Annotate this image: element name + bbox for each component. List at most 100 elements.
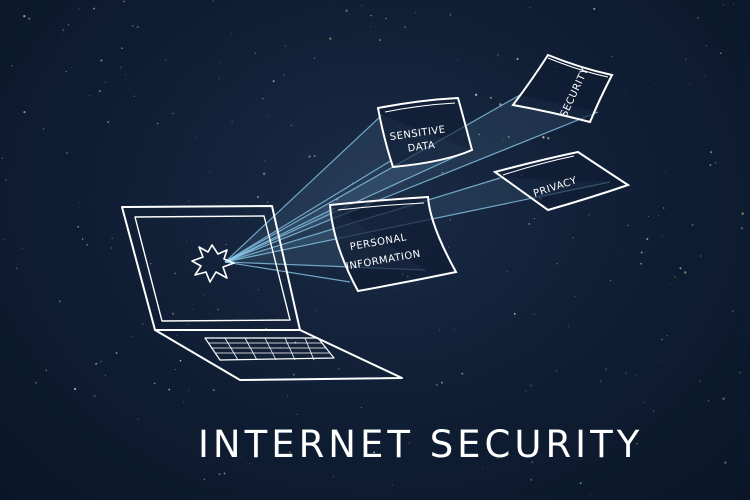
chalk-speck [533,217,535,220]
chalk-speck [81,238,84,240]
chalk-speck [660,360,662,361]
chalk-speck [111,237,114,240]
chalk-speck [493,37,495,39]
chalk-speck [345,431,346,433]
chalk-speck [176,335,178,337]
chalk-speck [441,381,443,384]
chalk-speck [653,212,654,213]
chalk-speck [658,214,659,216]
chalk-speck [249,463,251,465]
chalk-speck [62,29,65,32]
chalk-speck [172,414,174,416]
chalk-speck [45,369,48,372]
chalk-speck [1,157,3,159]
document-personal-information: PERSONAL INFORMATION [328,195,458,293]
chalk-speck [316,310,318,312]
chalk-speck [218,473,221,476]
chalk-speck [53,111,55,112]
document-sensitive-data: SENSITIVE DATA [376,96,474,169]
chalk-speck [209,172,211,174]
chalk-speck [391,289,393,291]
chalk-speck [643,402,645,404]
chalk-speck [461,372,464,375]
chalk-speck [254,52,257,55]
chalk-speck [283,74,285,76]
chalk-speck [699,380,701,382]
chalk-speck [78,8,80,10]
chalk-speck [212,0,215,2]
chalk-speck [42,128,45,130]
chalk-speck [370,14,372,17]
chalk-speck [62,34,64,36]
chalk-speck [684,271,687,274]
chalk-speck [66,152,68,154]
chalk-speck [292,373,295,376]
chalk-speck [100,360,103,363]
chalk-speck [287,395,289,397]
chalk-speck [272,306,273,308]
chalk-speck [489,96,492,99]
chalk-speck [332,476,334,478]
chalk-speck [2,239,4,241]
chalk-speck [110,164,112,166]
chalk-speck [516,58,519,60]
chalk-speck [661,338,664,341]
chalk-speck [67,24,70,26]
chalk-speck [435,383,439,387]
chalk-speck [186,324,188,326]
chalk-speck [70,67,72,68]
chalk-speck [404,26,406,28]
chalk-speck [415,12,417,14]
chalk-speck [89,95,91,97]
chalk-speck [142,323,144,325]
chalk-speck [124,74,126,76]
chalk-speck [157,122,159,125]
chalk-speck [556,262,558,265]
chalk-speck [257,196,259,198]
chalk-speck [136,25,139,28]
chalk-speck [284,45,287,47]
chalk-speck [662,207,665,209]
document-icon [492,150,631,212]
chalk-speck [547,137,550,140]
chalk-speck [679,267,682,270]
chalk-speck [239,456,241,458]
chalk-speck [581,458,583,460]
chalk-speck [704,75,706,77]
chalk-speck [530,384,532,387]
chalk-speck [188,389,190,391]
chalk-speck [378,39,381,42]
chalk-speck [182,401,184,403]
chalk-speck [262,172,266,175]
chalk-speck [438,329,441,331]
chalk-speck [481,468,483,470]
chalk-speck [5,179,8,182]
chalk-speck [457,59,459,61]
chalk-speck [624,90,626,92]
chalk-speck [329,37,332,40]
chalk-speck [111,247,113,249]
chalk-speck [530,479,533,481]
chalk-speck [678,399,680,401]
chalk-speck [652,410,655,412]
chalk-speck [684,58,687,61]
chalk-speck [691,224,694,227]
chalk-speck [266,115,268,117]
chalk-speck [35,382,37,384]
chalk-speck [632,139,633,141]
chalk-speck [609,280,612,282]
chalk-speck [661,234,663,236]
chalk-speck [506,271,508,273]
chalk-speck [426,92,428,94]
chalk-speck [533,313,536,316]
chalk-speck [506,463,508,465]
chalk-speck [507,135,510,139]
chalk-speck [621,249,623,251]
chalk-speck [77,225,80,228]
chalk-speck [478,133,480,136]
chalk-speck [179,359,182,362]
chalk-speck [490,4,491,6]
chalk-speck [150,263,152,265]
chalk-speck [361,407,362,409]
